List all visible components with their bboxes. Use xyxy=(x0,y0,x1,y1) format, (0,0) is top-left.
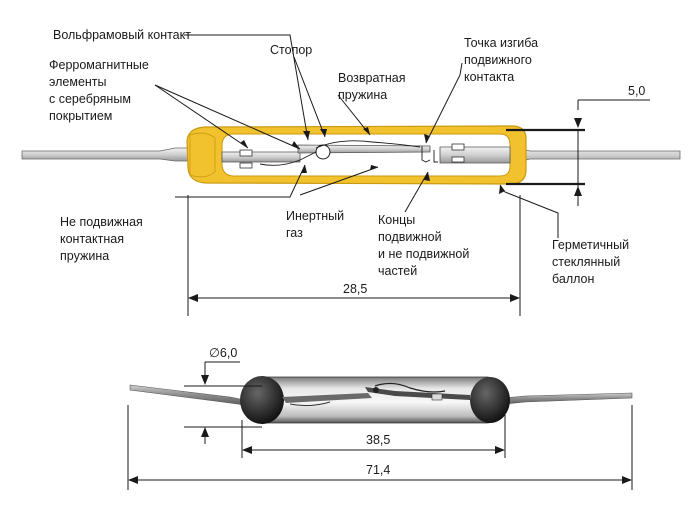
label-fixed-spring-1: Не подвижная xyxy=(60,215,143,229)
left-contact-top xyxy=(239,149,253,157)
glass-neck-left xyxy=(189,132,216,178)
leader-arrows xyxy=(240,127,505,194)
label-ends-4: частей xyxy=(378,264,417,278)
return-spring-wire xyxy=(315,140,421,149)
fixed-reed xyxy=(221,151,301,163)
right-contact-top xyxy=(451,143,465,151)
label-glass-bulb-2: стеклянный xyxy=(552,255,620,269)
dim-label-bulb-length: 28,5 xyxy=(343,282,367,296)
label-bend-point-1: Точка изгиба xyxy=(464,36,538,50)
dim-photo-body-length: 38,5 xyxy=(241,410,506,458)
photo-left-lead xyxy=(129,384,246,406)
photo-right-contact xyxy=(431,393,443,401)
label-return-spring-2: пружина xyxy=(338,88,387,102)
dim-bulb-diameter xyxy=(574,99,650,206)
photo-inner-reed-left xyxy=(282,393,372,403)
label-ferromagnetic-2: элементы xyxy=(49,75,107,89)
dim-label-bulb-diameter: 5,0 xyxy=(628,84,645,98)
label-fixed-spring-2: контактная xyxy=(60,232,124,246)
label-ferromagnetic-1: Ферромагнитные xyxy=(49,58,149,72)
label-inert-gas-2: газ xyxy=(286,226,303,240)
label-tungsten-contact: Вольфрамовый контакт xyxy=(53,28,191,42)
label-bend-point-3: контакта xyxy=(464,70,514,84)
photo-right-cap xyxy=(470,377,510,423)
photo-inner-spring xyxy=(374,382,446,393)
label-fixed-spring-3: пружина xyxy=(60,249,109,263)
reed-switch-photo xyxy=(129,376,633,424)
photo-inner-spring-2 xyxy=(289,401,331,407)
label-ends-3: и не подвижной xyxy=(378,247,469,261)
right-contact-bottom xyxy=(451,156,465,163)
dim-bulb-length xyxy=(187,195,521,316)
label-stopper: Стопор xyxy=(270,43,312,57)
photo-left-cap xyxy=(240,376,284,424)
bend-point-hook xyxy=(421,146,431,163)
label-ends-1: Концы xyxy=(378,213,415,227)
label-ferromagnetic-4: покрытием xyxy=(49,109,112,123)
reed-switch-drawing xyxy=(21,125,681,186)
top-labels: Вольфрамовый контакт Ферромагнитные элем… xyxy=(49,28,645,296)
dim-label-photo-diameter: ∅6,0 xyxy=(209,346,237,360)
label-return-spring-1: Возвратная xyxy=(338,71,406,85)
moving-reed-blade xyxy=(297,144,431,154)
photo-inner-reed-right xyxy=(365,387,470,400)
label-inert-gas-1: Инертный xyxy=(286,209,344,223)
bend-point-hook-right xyxy=(433,150,438,163)
dim-photo-diameter: ∅6,0 xyxy=(184,346,262,444)
photo-right-lead xyxy=(504,392,633,405)
label-glass-bulb-3: баллон xyxy=(552,272,595,286)
fixed-spring-wire xyxy=(259,151,317,166)
dim-photo-total-length: 71,4 xyxy=(127,405,633,490)
label-bend-point-2: подвижного xyxy=(464,53,532,67)
dim-label-photo-body-length: 38,5 xyxy=(366,433,390,447)
label-ends-2: подвижной xyxy=(378,230,442,244)
label-ferromagnetic-3: с серебряным xyxy=(49,92,131,106)
photo-stopper xyxy=(373,387,379,393)
left-contact-bottom xyxy=(239,162,253,169)
label-glass-bulb-1: Герметичный xyxy=(552,238,629,252)
dim-label-photo-total-length: 71,4 xyxy=(366,463,390,477)
right-inner-reed xyxy=(439,146,511,164)
leader-lines xyxy=(154,34,579,238)
